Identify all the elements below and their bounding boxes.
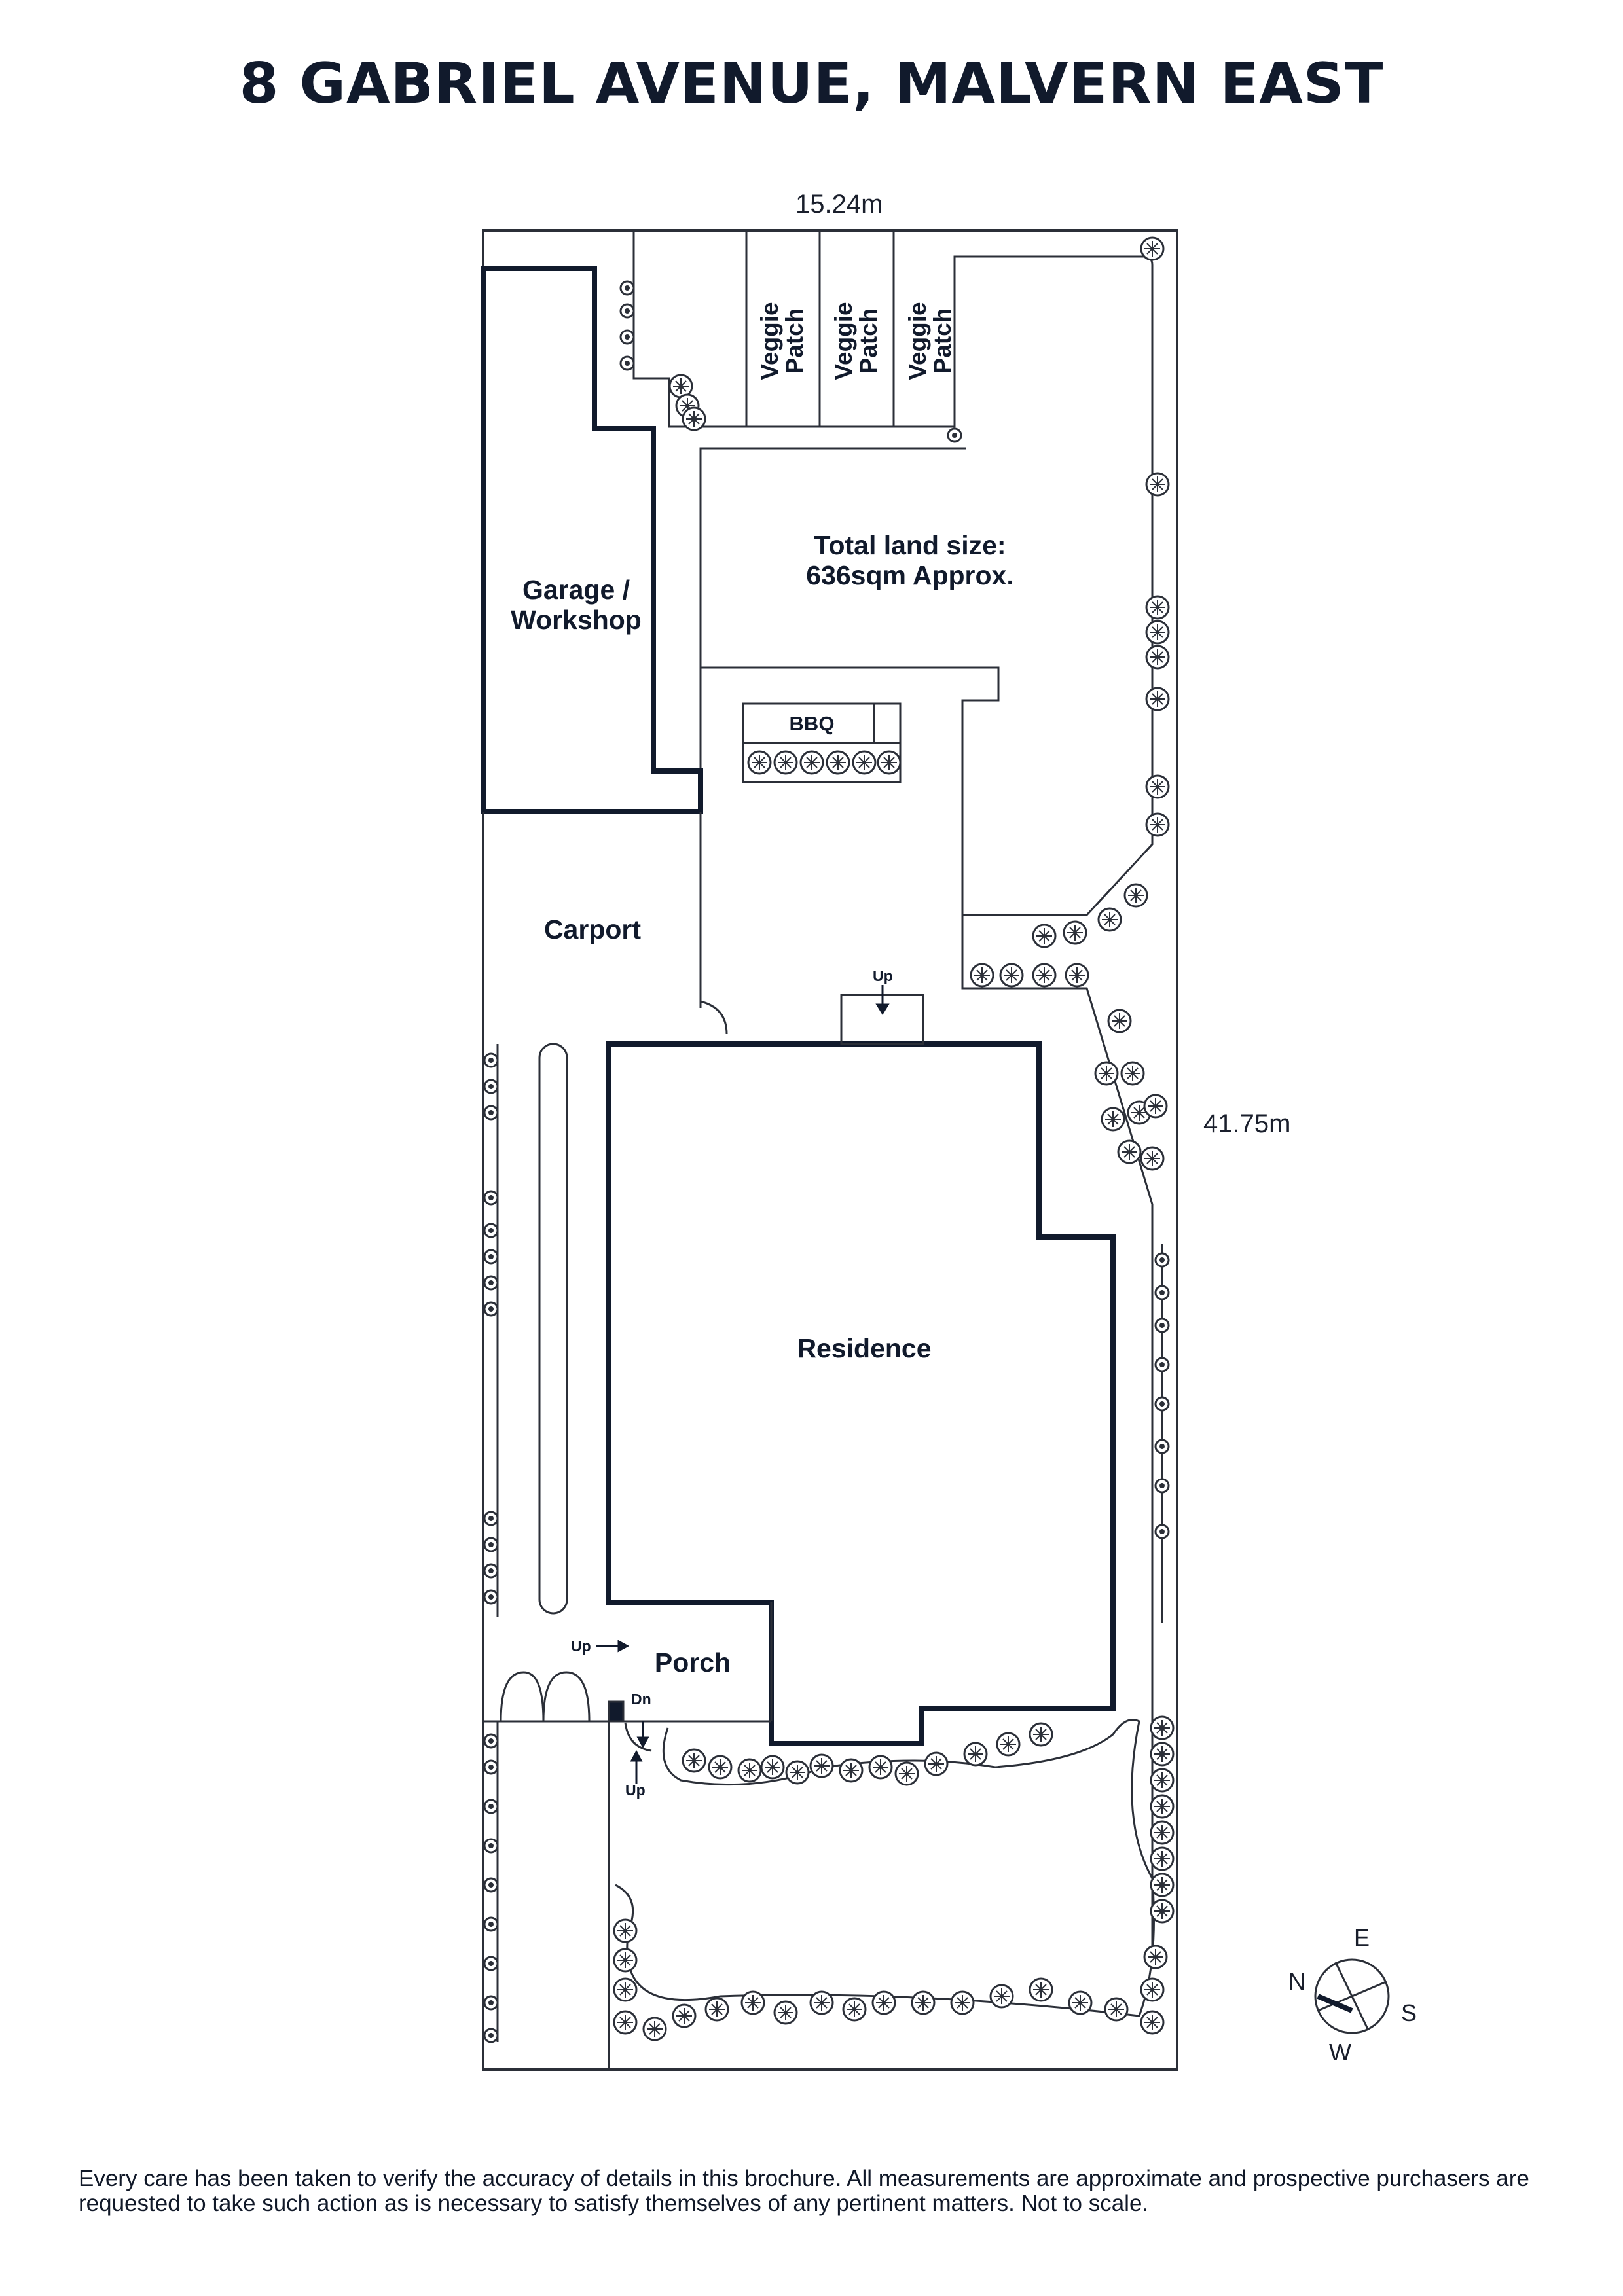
down-annotation: Dn: [631, 1691, 651, 1708]
residence-outline: [606, 1041, 1116, 1746]
site-boundary: [482, 229, 1178, 2071]
veggie-patch-label: Veggie Patch: [830, 302, 882, 380]
compass-north: N: [1288, 1968, 1305, 1995]
compass-east: E: [1354, 1924, 1370, 1951]
frontage-dimension: 15.24m: [795, 190, 883, 219]
disclaimer-text: Every care has been taken to verify the …: [79, 2166, 1529, 2216]
porch: [608, 1602, 773, 1752]
veggie-patch-label: Veggie Patch: [904, 302, 956, 380]
veggie-patch-label: Veggie Patch: [756, 302, 808, 380]
bbq-label: BBQ: [789, 712, 835, 735]
stair-arrows: [596, 985, 890, 1784]
depth-dimension: 41.75m: [1203, 1109, 1291, 1138]
veggie-patch-area: [632, 230, 1163, 1964]
garage-outline: [481, 266, 703, 814]
plants: [483, 236, 1175, 2043]
bbq-unit: [742, 702, 902, 783]
compass-icon: [1314, 1958, 1390, 2034]
residence-label: Residence: [797, 1333, 932, 1363]
up-annotation: Up: [625, 1782, 646, 1799]
porch-label: Porch: [654, 1647, 731, 1677]
compass-south: S: [1401, 2000, 1417, 2026]
garage-label: Garage / Workshop: [511, 575, 642, 635]
up-annotation: Up: [873, 967, 893, 984]
up-annotation: Up: [571, 1638, 591, 1655]
land-size-label: Total land size: 636sqm Approx.: [806, 530, 1014, 590]
driveway: [482, 812, 728, 2070]
page-title: 8 GABRIEL AVENUE, MALVERN EAST: [239, 51, 1384, 117]
carport-label: Carport: [543, 914, 642, 944]
compass-west: W: [1329, 2039, 1351, 2066]
